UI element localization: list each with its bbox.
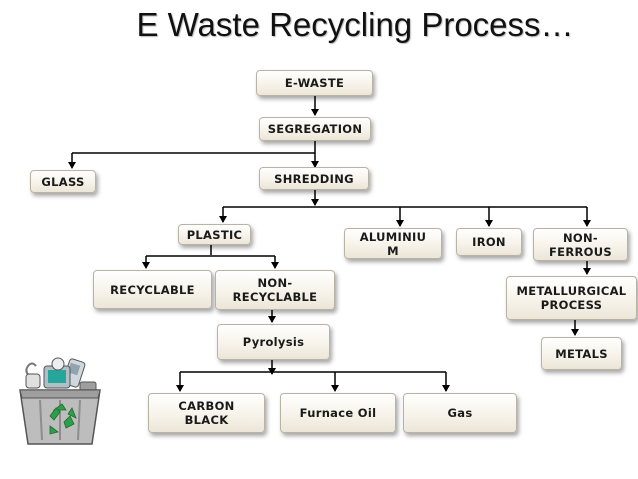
- node-furnace-oil: Furnace Oil: [280, 393, 396, 433]
- node-aluminium: ALUMINIU M: [344, 228, 442, 259]
- node-nonrecyclable: NON- RECYCLABLE: [215, 270, 335, 310]
- node-glass: GLASS: [30, 170, 96, 193]
- ewaste-bin-icon: [19, 357, 101, 445]
- diagram-title: E Waste Recycling Process…: [136, 6, 574, 43]
- node-shredding: SHREDDING: [259, 167, 369, 190]
- node-segregation: SEGREGATION: [259, 117, 371, 141]
- node-metallurgical-process: METALLURGICAL PROCESS: [506, 276, 637, 320]
- node-nonferrous: NON- FERROUS: [533, 228, 628, 261]
- node-carbon-black: CARBON BLACK: [148, 393, 265, 433]
- node-plastic: PLASTIC: [178, 224, 251, 245]
- node-gas: Gas: [403, 393, 517, 433]
- node-pyrolysis: Pyrolysis: [217, 324, 330, 360]
- node-iron: IRON: [456, 228, 522, 256]
- node-recyclable: RECYCLABLE: [93, 270, 212, 309]
- node-metals: METALS: [541, 337, 622, 370]
- node-ewaste: E-WASTE: [256, 70, 373, 96]
